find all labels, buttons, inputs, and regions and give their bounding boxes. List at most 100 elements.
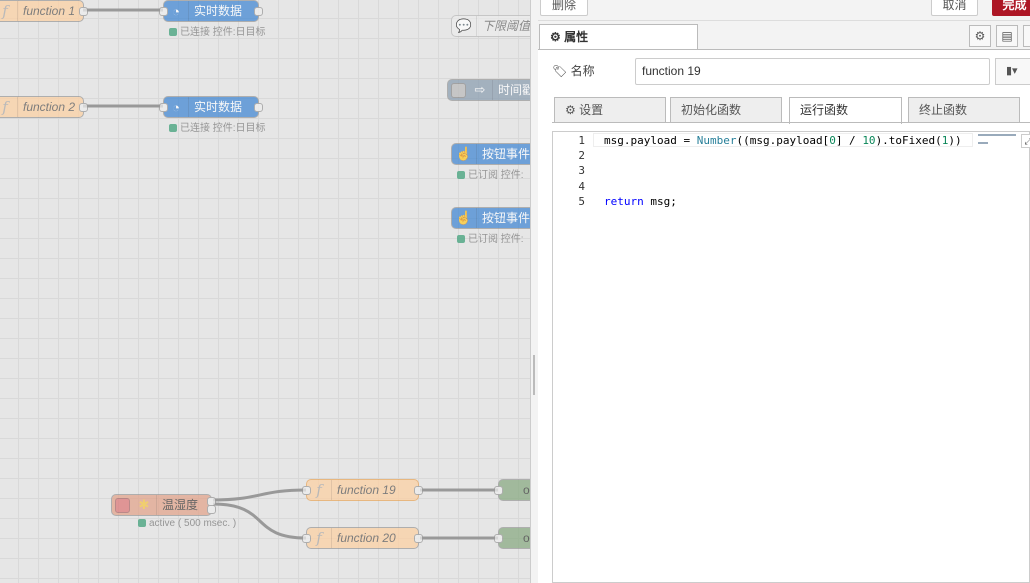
status-dot: [457, 235, 465, 243]
tray-resize-handle[interactable]: [530, 0, 538, 583]
node-function-2[interactable]: f function 2: [0, 96, 88, 118]
wire: [212, 488, 307, 502]
output-port[interactable]: [254, 7, 263, 16]
output-port[interactable]: [79, 103, 88, 112]
tab-label: 设置: [579, 103, 604, 117]
code-line: msg.payload = Number((msg.payload[0] / 1…: [604, 134, 962, 147]
divider: [538, 49, 1030, 50]
input-port[interactable]: [302, 534, 311, 543]
node-toggle-button[interactable]: [115, 498, 130, 513]
done-button[interactable]: 完成: [992, 0, 1030, 16]
function-icon: f: [0, 97, 18, 117]
code-editor[interactable]: 1 2 3 4 5 msg.payload = Number((msg.payl…: [552, 131, 1030, 583]
tag-icon: 🏷: [552, 64, 571, 78]
node-output-1[interactable]: o: [494, 479, 530, 501]
book-icon: ▮▾: [1006, 65, 1018, 77]
node-label: o: [523, 531, 530, 545]
node-realtime-data-2[interactable]: ◔ 实时数据: [159, 96, 263, 118]
arrow-right-icon: ⇨: [468, 80, 493, 100]
tab-setup[interactable]: ⚙ 设置: [554, 97, 666, 123]
output-port[interactable]: [79, 7, 88, 16]
delete-button[interactable]: 删除: [540, 0, 588, 16]
status-text: 已订阅 控件:: [468, 170, 524, 181]
sensor-icon: ✱: [132, 495, 157, 515]
gear-icon: ⚙: [550, 30, 565, 44]
name-input[interactable]: function 19: [635, 58, 990, 85]
node-label: function 20: [337, 531, 396, 545]
node-function-1[interactable]: f function 1: [0, 0, 88, 22]
code-minimap[interactable]: [978, 134, 1018, 146]
node-realtime-data-1[interactable]: ◔ 实时数据: [159, 0, 263, 22]
node-output-2[interactable]: o: [494, 527, 530, 549]
node-status: 已连接 控件:日目标: [169, 23, 266, 38]
function-icon: f: [307, 480, 332, 500]
divider: [552, 122, 1030, 123]
divider: [538, 20, 1030, 21]
wire-layer: [83, 8, 498, 540]
status-text: 已订阅 控件:: [468, 234, 524, 245]
input-port[interactable]: [494, 534, 503, 543]
input-port[interactable]: [159, 7, 168, 16]
node-label: function 2: [23, 100, 76, 114]
node-function-19[interactable]: f function 19: [302, 479, 423, 501]
output-port[interactable]: [414, 534, 423, 543]
cancel-button[interactable]: 取消: [931, 0, 978, 16]
node-comment[interactable]: 💬 下限阈值: [451, 15, 530, 37]
node-status: active ( 500 msec. ): [138, 518, 236, 529]
node-label: 按钮事件: [482, 211, 530, 225]
comment-icon: 💬: [452, 16, 477, 36]
tab-on-start[interactable]: 初始化函数: [670, 97, 782, 123]
pointer-hand-icon: ☝: [452, 208, 477, 228]
gear-icon: ⚙: [565, 103, 580, 117]
function-icon: f: [0, 1, 18, 21]
current-line-highlight: [593, 133, 973, 147]
output-port[interactable]: [414, 486, 423, 495]
appearance-button[interactable]: [1023, 25, 1030, 47]
node-label: function 19: [337, 483, 396, 497]
node-label: function 1: [23, 4, 76, 18]
flow-workspace[interactable]: f function 1 f function 2 ◔ 实时数据 已连接 控件:…: [0, 0, 530, 583]
line-number: 1: [578, 134, 585, 147]
gauge-icon: ◔: [164, 97, 189, 117]
status-dot: [138, 519, 146, 527]
pointer-hand-icon: ☝: [452, 144, 477, 164]
input-port[interactable]: [159, 103, 168, 112]
node-label: 按钮事件: [482, 147, 530, 161]
edit-tray: 删除 取消 完成 ⚙ 属性 ⚙ ▤ 🏷 名称 function 19 ▮▾ ⚙ …: [538, 0, 1030, 583]
tab-properties[interactable]: ⚙ 属性: [539, 24, 698, 50]
node-label: 下限阈值: [482, 19, 530, 33]
properties-form: 🏷 名称 function 19 ▮▾ ⚙ 设置 初始化函数 运行函数 终止函数…: [538, 50, 1030, 583]
inject-button[interactable]: [451, 83, 466, 98]
node-label: 实时数据: [194, 4, 243, 18]
node-status: 已连接 控件:日目标: [169, 119, 266, 134]
status-dot: [169, 124, 177, 132]
line-number: 2: [578, 149, 585, 162]
expand-editor-button[interactable]: ⤢: [1021, 134, 1030, 148]
library-button[interactable]: ▮▾: [995, 58, 1030, 85]
tab-on-stop[interactable]: 终止函数: [908, 97, 1020, 123]
node-button-event-2[interactable]: ☝ 按钮事件: [451, 207, 530, 229]
node-temperature-humidity[interactable]: ✱ 温湿度: [111, 494, 216, 516]
tab-on-message[interactable]: 运行函数: [789, 97, 902, 124]
input-port[interactable]: [302, 486, 311, 495]
expand-icon: ⤢: [1024, 135, 1030, 146]
line-number: 5: [578, 195, 585, 208]
resize-grip: [533, 355, 535, 395]
node-label: 实时数据: [194, 100, 243, 114]
input-port[interactable]: [494, 486, 503, 495]
gear-icon: ⚙: [974, 29, 986, 43]
status-text: active ( 500 msec. ): [149, 518, 237, 529]
status-dot: [169, 28, 177, 36]
node-button-event-1[interactable]: ☝ 按钮事件: [451, 143, 530, 165]
output-port[interactable]: [207, 505, 216, 514]
code-line: return msg;: [604, 195, 677, 208]
tab-label: 属性: [564, 30, 589, 44]
output-port[interactable]: [254, 103, 263, 112]
node-timestamp[interactable]: ⇨ 时间戳: [447, 79, 530, 101]
line-number-gutter: 1 2 3 4 5: [553, 132, 593, 582]
settings-gear-button[interactable]: ⚙: [969, 25, 991, 47]
wire: [212, 502, 307, 540]
document-icon: ▤: [1001, 29, 1013, 43]
node-function-20[interactable]: f function 20: [302, 527, 423, 549]
description-button[interactable]: ▤: [996, 25, 1018, 47]
